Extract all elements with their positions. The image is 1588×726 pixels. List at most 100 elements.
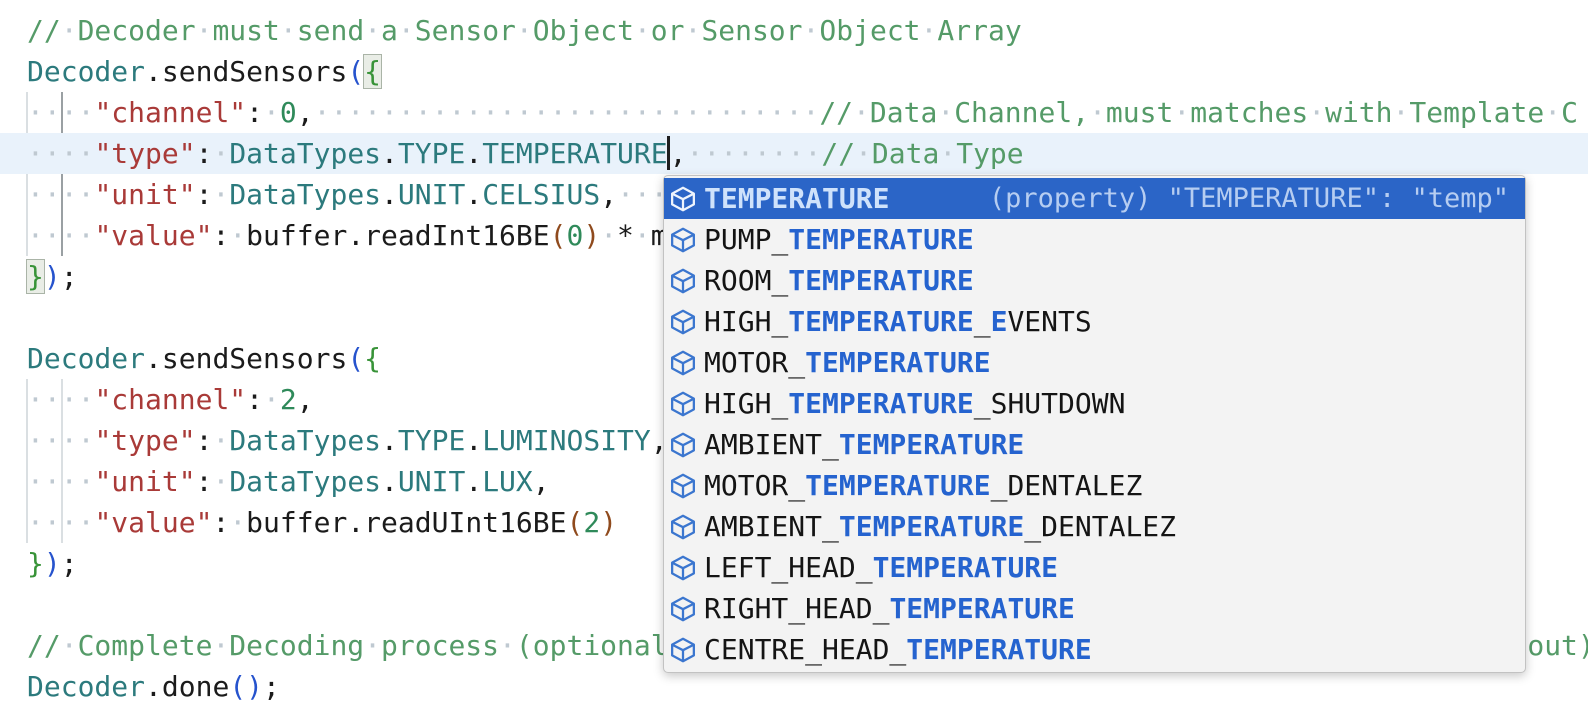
code-token: or (650, 14, 685, 47)
code-token: Complete (77, 629, 213, 662)
code-token: UNIT (397, 178, 466, 211)
code-token: 2 (583, 506, 601, 539)
code-token: ( (549, 219, 567, 252)
suggest-item[interactable]: HIGH_TEMPERATURE_EVENTS (664, 301, 1525, 342)
whitespace-dot: · (855, 137, 872, 170)
symbol-property-icon (669, 513, 697, 541)
code-token: ) (246, 670, 264, 703)
suggest-item-label: AMBIENT_TEMPERATURE_DENTALEZ (704, 510, 1177, 543)
suggest-item-label: MOTOR_TEMPERATURE_DENTALEZ (704, 469, 1143, 502)
suggest-item-selected[interactable]: TEMPERATURE(property) "TEMPERATURE": "te… (664, 178, 1525, 219)
code-line[interactable]: ····"unit":·DataTypes.UNIT.LUX, (0, 461, 1588, 502)
code-line[interactable]: }); (0, 543, 1588, 584)
suggest-item-detail: (property) "TEMPERATURE": "temp" (988, 183, 1509, 214)
code-token: (optional (515, 629, 668, 662)
code-token: Sensor (701, 14, 803, 47)
code-token: out) (1527, 629, 1588, 662)
code-token: , (296, 383, 314, 416)
symbol-property-icon (669, 390, 697, 418)
suggest-item[interactable]: LEFT_HEAD_TEMPERATURE (664, 547, 1525, 588)
code-token: buffer.readInt16BE (246, 219, 550, 252)
text-cursor (666, 136, 670, 170)
code-token: Decoder (27, 55, 146, 88)
whitespace-dots: · (633, 219, 651, 252)
suggest-item[interactable]: ROOM_TEMPERATURE (664, 260, 1525, 301)
suggest-item[interactable]: AMBIENT_TEMPERATURE_DENTALEZ (664, 506, 1525, 547)
whitespace-dots: · (212, 137, 230, 170)
whitespace-dot: · (920, 14, 938, 47)
code-token: , (600, 178, 618, 211)
code-line[interactable]: //·Decoder·must·send·a·Sensor·Object·or·… (0, 10, 1588, 51)
whitespace-dot: · (515, 14, 533, 47)
code-token: ) (43, 547, 61, 580)
indent-guide (26, 379, 28, 543)
whitespace-dot: · (397, 14, 415, 47)
code-line[interactable]: ····"channel":·2, (0, 379, 1588, 420)
code-token: . (465, 137, 483, 170)
code-token: ( (229, 670, 247, 703)
whitespace-dot: · (802, 14, 820, 47)
code-token: DataTypes (229, 424, 382, 457)
whitespace-dot: · (633, 14, 651, 47)
code-token: Decoding (229, 629, 365, 662)
whitespace-dots: ···· (27, 96, 95, 129)
code-line[interactable]: //·Complete·Decoding·process·(optional o… (0, 625, 1588, 666)
code-token: Template (1409, 96, 1545, 129)
code-token: ) (600, 506, 618, 539)
code-token: ; (263, 670, 280, 703)
code-token: // (821, 137, 856, 170)
code-token: .sendSensors (145, 55, 348, 88)
suggest-item[interactable]: PUMP_TEMPERATURE (664, 219, 1525, 260)
code-token: { (364, 342, 382, 375)
intellisense-suggest-widget[interactable]: TEMPERATURE(property) "TEMPERATURE": "te… (663, 175, 1526, 673)
code-token: TYPE (397, 137, 466, 170)
suggest-item[interactable]: CENTRE_HEAD_TEMPERATURE (664, 629, 1525, 670)
code-token: Data (869, 96, 938, 129)
whitespace-dots: · (212, 424, 230, 457)
code-line[interactable]: ····"unit":·DataTypes.UNIT.CELSIUS,····· (0, 174, 1588, 215)
suggest-item-label: RIGHT_HEAD_TEMPERATURE (704, 592, 1075, 625)
indent-guide (26, 92, 28, 256)
whitespace-dot: · (364, 14, 382, 47)
whitespace-dot: · (684, 14, 702, 47)
code-line[interactable]: Decoder.done(); (0, 666, 1588, 707)
whitespace-dot: · (1089, 96, 1106, 129)
suggest-item[interactable]: MOTOR_TEMPERATURE_DENTALEZ (664, 465, 1525, 506)
suggest-item[interactable]: RIGHT_HEAD_TEMPERATURE (664, 588, 1525, 629)
code-line[interactable]: ····"value":·buffer.readUInt16BE(2) (0, 502, 1588, 543)
code-area[interactable]: //·Decoder·must·send·a·Sensor·Object·or·… (0, 10, 1588, 707)
code-line[interactable]: Decoder.sendSensors({ (0, 338, 1588, 379)
code-token: ( (566, 506, 584, 539)
code-token: .done (145, 670, 230, 703)
code-token: "value" (94, 506, 213, 539)
whitespace-dot: · (937, 96, 955, 129)
code-line[interactable]: ····"type":·DataTypes.TYPE.TEMPERATURE,·… (0, 133, 1588, 174)
code-token: 0 (279, 96, 297, 129)
code-line[interactable]: ····"type":·DataTypes.TYPE.LUMINOSITY, (0, 420, 1588, 461)
code-line[interactable]: ····"channel":·0,·······················… (0, 92, 1588, 133)
suggest-item[interactable]: HIGH_TEMPERATURE_SHUTDOWN (664, 383, 1525, 424)
code-line[interactable]: ····"value":·buffer.readInt16BE(0)·*·m (0, 215, 1588, 256)
suggest-item[interactable]: AMBIENT_TEMPERATURE (664, 424, 1525, 465)
code-token: // (819, 96, 854, 129)
code-token: . (381, 178, 398, 211)
code-token: TEMPERATURE (482, 137, 668, 170)
indent-guide (61, 379, 63, 543)
code-line[interactable]: Decoder.sendSensors({ (0, 51, 1588, 92)
code-token: DataTypes (229, 137, 382, 170)
symbol-property-icon (669, 226, 697, 254)
suggest-item-label: ROOM_TEMPERATURE (704, 264, 974, 297)
whitespace-dots: ···· (27, 506, 95, 539)
code-token: // (27, 14, 61, 47)
code-token: a (381, 14, 398, 47)
code-token: ) (43, 260, 61, 293)
code-token: Object (532, 14, 634, 47)
code-token: . (381, 137, 398, 170)
suggest-item[interactable]: MOTOR_TEMPERATURE (664, 342, 1525, 383)
whitespace-dot: · (195, 14, 213, 47)
code-token: DataTypes (229, 178, 382, 211)
code-token: buffer.readUInt16BE (246, 506, 567, 539)
code-token: DataTypes (229, 465, 382, 498)
code-line[interactable]: }); (0, 256, 1588, 297)
code-token: : (212, 506, 230, 539)
